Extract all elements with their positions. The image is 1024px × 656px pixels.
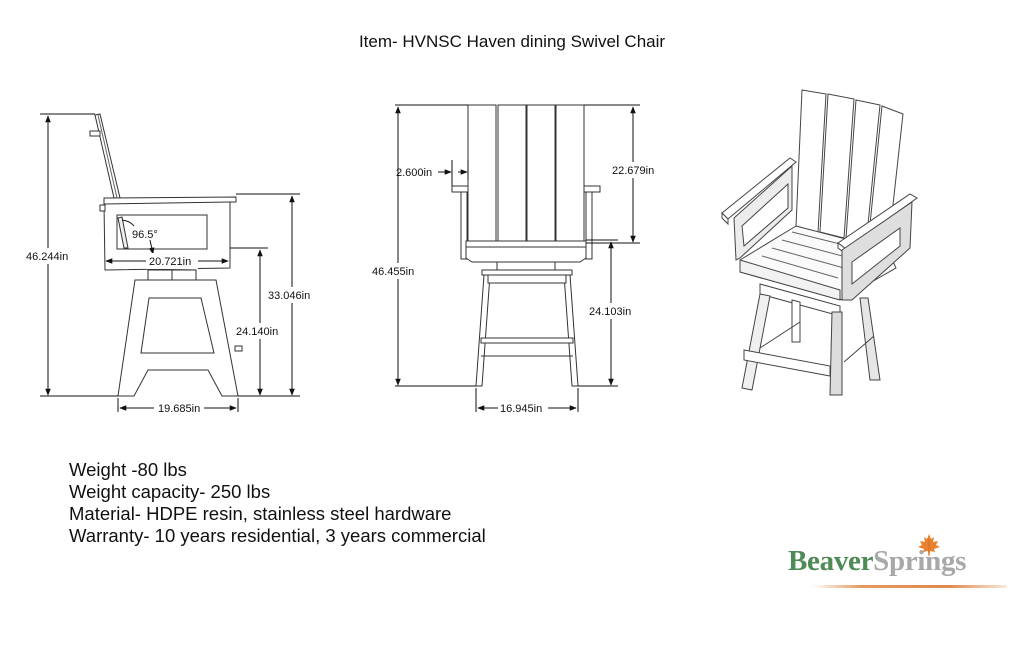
logo-swoosh: [812, 585, 1007, 588]
beaver-springs-logo: BeaverSprings: [788, 545, 966, 578]
spec-material: Material- HDPE resin, stainless steel ha…: [69, 503, 452, 524]
side-view-chair: [89, 113, 243, 397]
spec-capacity: Weight capacity- 250 lbs: [69, 481, 271, 502]
base-depth-label: 19.685in: [158, 403, 200, 415]
maple-leaf-icon: [918, 534, 940, 556]
spec-weight: Weight -80 lbs: [69, 459, 187, 480]
seat-angle-label: 96.5°: [132, 229, 158, 241]
spec-warranty: Warranty- 10 years residential, 3 years …: [69, 525, 486, 546]
front-overall-height-label: 46.455in: [372, 266, 414, 278]
isometric-chair: [721, 89, 918, 396]
page-title: Item- HVNSC Haven dining Swivel Chair: [358, 32, 666, 51]
front-view-chair: [451, 104, 601, 387]
logo-text-beaver: Beaver: [788, 545, 874, 577]
seat-depth-label: 20.721in: [149, 256, 191, 268]
side-seat-height-label: 24.140in: [236, 326, 278, 338]
arm-offset-label: 2.600in: [396, 167, 432, 179]
front-seat-height-label: 24.103in: [589, 306, 631, 318]
logo-text-springs: Springs: [873, 545, 967, 577]
spec-list: Weight -80 lbs Weight capacity- 250 lbs …: [69, 459, 486, 547]
back-height-label: 22.679in: [612, 165, 654, 177]
side-overall-height-label: 46.244in: [26, 251, 68, 263]
arm-height-label: 33.046in: [268, 290, 310, 302]
base-width-label: 16.945in: [500, 403, 542, 415]
